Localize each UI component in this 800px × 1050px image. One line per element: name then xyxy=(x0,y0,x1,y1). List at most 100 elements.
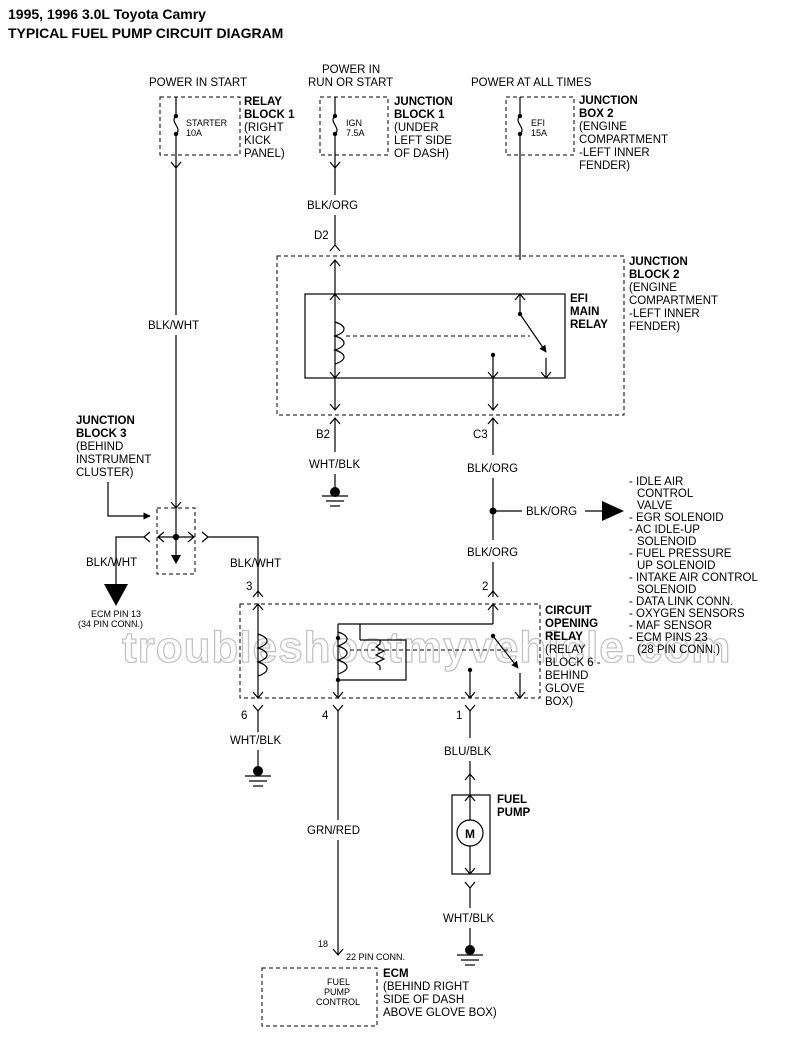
junction-block-3-location-2: INSTRUMENT xyxy=(76,454,151,466)
blk-org-loads-list: - IDLE AIR CONTROL VALVE - EGR SOLENOID … xyxy=(629,476,758,656)
connector-symbol xyxy=(332,948,344,956)
relay-block-1-location-2: KICK xyxy=(244,135,271,147)
ecm-pin13-conn: (34 PIN CONN.) xyxy=(78,619,143,629)
ign-fuse-group: POWER IN RUN OR START IGN 7.5A JUNCTION … xyxy=(308,64,453,168)
efi-fuse-symbol xyxy=(517,115,523,135)
junction-block-1-name-2: BLOCK 1 xyxy=(394,109,445,121)
efi-main-relay-label-2: MAIN xyxy=(570,306,599,318)
pin-r2: 2 xyxy=(482,581,488,593)
ecm-pin-18: 18 xyxy=(318,939,328,949)
load-item: VALVE xyxy=(637,500,673,512)
connector-symbol xyxy=(514,691,526,699)
junction-box-2-location: (ENGINE xyxy=(579,121,627,133)
circuit-opening-relay-location: (RELAY xyxy=(545,644,586,656)
junction-box-2-location-2: COMPARTMENT xyxy=(579,134,668,146)
ecm-internal-label-3: CONTROL xyxy=(316,997,360,1007)
power-in-start-label: POWER IN START xyxy=(149,77,247,89)
connector-symbol xyxy=(487,371,499,379)
ecm-pin13-label: ECM PIN 13 xyxy=(91,609,141,619)
wire-label-blk-wht-relay: BLK/WHT xyxy=(230,558,281,570)
connector-symbol xyxy=(332,704,344,712)
co-relay-switch xyxy=(492,635,519,669)
pin-r3: 3 xyxy=(246,581,252,593)
pin-r1: 1 xyxy=(456,710,462,722)
power-run-start-label-2: RUN OR START xyxy=(308,77,393,89)
connector-symbol xyxy=(187,531,195,543)
starter-fuse-rating: 10A xyxy=(186,128,202,138)
junction-block-3-name: JUNCTION xyxy=(76,415,135,427)
ground-symbol xyxy=(457,945,483,966)
load-item: - MAF SENSOR xyxy=(629,620,712,632)
junction-block-2-outline xyxy=(276,255,625,416)
ecm-pin13-arrow xyxy=(104,584,128,606)
circuit-opening-relay-name-2: OPENING xyxy=(545,618,598,630)
connector-symbol xyxy=(143,531,151,543)
co-relay-coil-2 xyxy=(336,631,348,675)
junction-block-2-name-2: BLOCK 2 xyxy=(629,269,679,281)
loads-arrow xyxy=(602,501,624,521)
load-item: - INTAKE AIR CONTROL xyxy=(629,572,758,584)
circuit-opening-relay-location-2: BLOCK 6 - xyxy=(545,657,601,669)
circuit-opening-relay-location-4: GLOVE xyxy=(545,683,585,695)
connector-symbol xyxy=(464,773,476,781)
ground-symbol xyxy=(322,487,348,507)
load-item: - FUEL PRESSURE xyxy=(629,548,732,560)
relay-block-1-location: (RIGHT xyxy=(244,122,284,134)
junction-box-2-name: JUNCTION xyxy=(579,95,638,107)
connector-symbol xyxy=(464,881,476,889)
diagram-title-vehicle: 1995, 1996 3.0L Toyota Camry xyxy=(8,6,206,22)
fuel-pump-outline xyxy=(451,794,491,875)
fuel-pump-motor-symbol: M xyxy=(465,827,475,841)
load-item: - IDLE AIR xyxy=(629,476,683,488)
connector-symbol xyxy=(487,590,499,598)
wire-label-wht-blk-b2: WHT/BLK xyxy=(309,459,360,471)
load-item: - AC IDLE-UP xyxy=(629,524,700,536)
ecm-internal-label: FUEL xyxy=(327,977,350,987)
starter-fuse-group: POWER IN START STARTER 10A RELAY BLOCK 1… xyxy=(149,77,295,168)
junction-box-2-location-4: FENDER) xyxy=(579,160,630,172)
load-item: - EGR SOLENOID xyxy=(629,512,724,524)
efi-relay-switch xyxy=(519,313,547,353)
connector-symbol xyxy=(170,501,182,509)
connector-symbol xyxy=(464,867,476,875)
wire-label-blk-org-loads: BLK/ORG xyxy=(526,506,577,518)
circuit-opening-relay-outline xyxy=(239,603,541,699)
pin-c3: C3 xyxy=(473,429,488,441)
efi-relay-coil xyxy=(333,321,345,365)
wire-label-wht-blk-r6: WHT/BLK xyxy=(230,735,281,747)
efi-fuse-rating: 15A xyxy=(531,128,547,138)
junction-block-3-location: (BEHIND xyxy=(76,441,123,453)
jb3-pointer xyxy=(107,482,151,520)
connector-symbol xyxy=(332,691,344,699)
connector-symbol xyxy=(329,244,341,252)
wire-label-blk-org-relay: BLK/ORG xyxy=(467,547,518,559)
ecm-internal-label-2: PUMP xyxy=(324,987,350,997)
pin-b2: B2 xyxy=(316,429,330,441)
load-item: CONTROL xyxy=(637,488,694,500)
ecm-location-3: ABOVE GLOVE BOX) xyxy=(383,1007,497,1019)
relay-block-1-name-2: BLOCK 1 xyxy=(244,109,295,121)
co-relay-coil-1 xyxy=(256,633,268,677)
load-item: - OXYGEN SENSORS xyxy=(629,608,745,620)
pin-r4: 4 xyxy=(322,710,329,722)
ign-fuse-name: IGN xyxy=(346,118,362,128)
connector-symbol xyxy=(464,704,476,712)
load-item: - DATA LINK CONN. xyxy=(629,596,733,608)
ecm-location: (BEHIND RIGHT xyxy=(383,981,469,993)
pin-d2: D2 xyxy=(314,230,329,242)
connector-symbol xyxy=(252,704,264,712)
circuit-opening-relay-location-3: BEHIND xyxy=(545,670,588,682)
junction-block-3-outline xyxy=(156,507,196,575)
ecm-name: ECM xyxy=(383,968,409,980)
efi-fuse-name: EFI xyxy=(531,118,545,128)
fuel-pump-label-2: PUMP xyxy=(497,807,531,819)
diagram-title: TYPICAL FUEL PUMP CIRCUIT DIAGRAM xyxy=(8,25,283,41)
junction-block-2-name: JUNCTION xyxy=(629,256,688,268)
junction-box-2-name-2: BOX 2 xyxy=(579,108,614,120)
ecm-outline xyxy=(261,967,378,1027)
fuel-pump-label: FUEL xyxy=(497,794,527,806)
connector-symbol xyxy=(201,531,209,543)
wire-label-blk-org-top: BLK/ORG xyxy=(307,200,358,212)
junction-block-2-location-3: -LEFT INNER xyxy=(629,308,700,320)
junction-box-2-location-3: -LEFT INNER xyxy=(579,147,650,159)
